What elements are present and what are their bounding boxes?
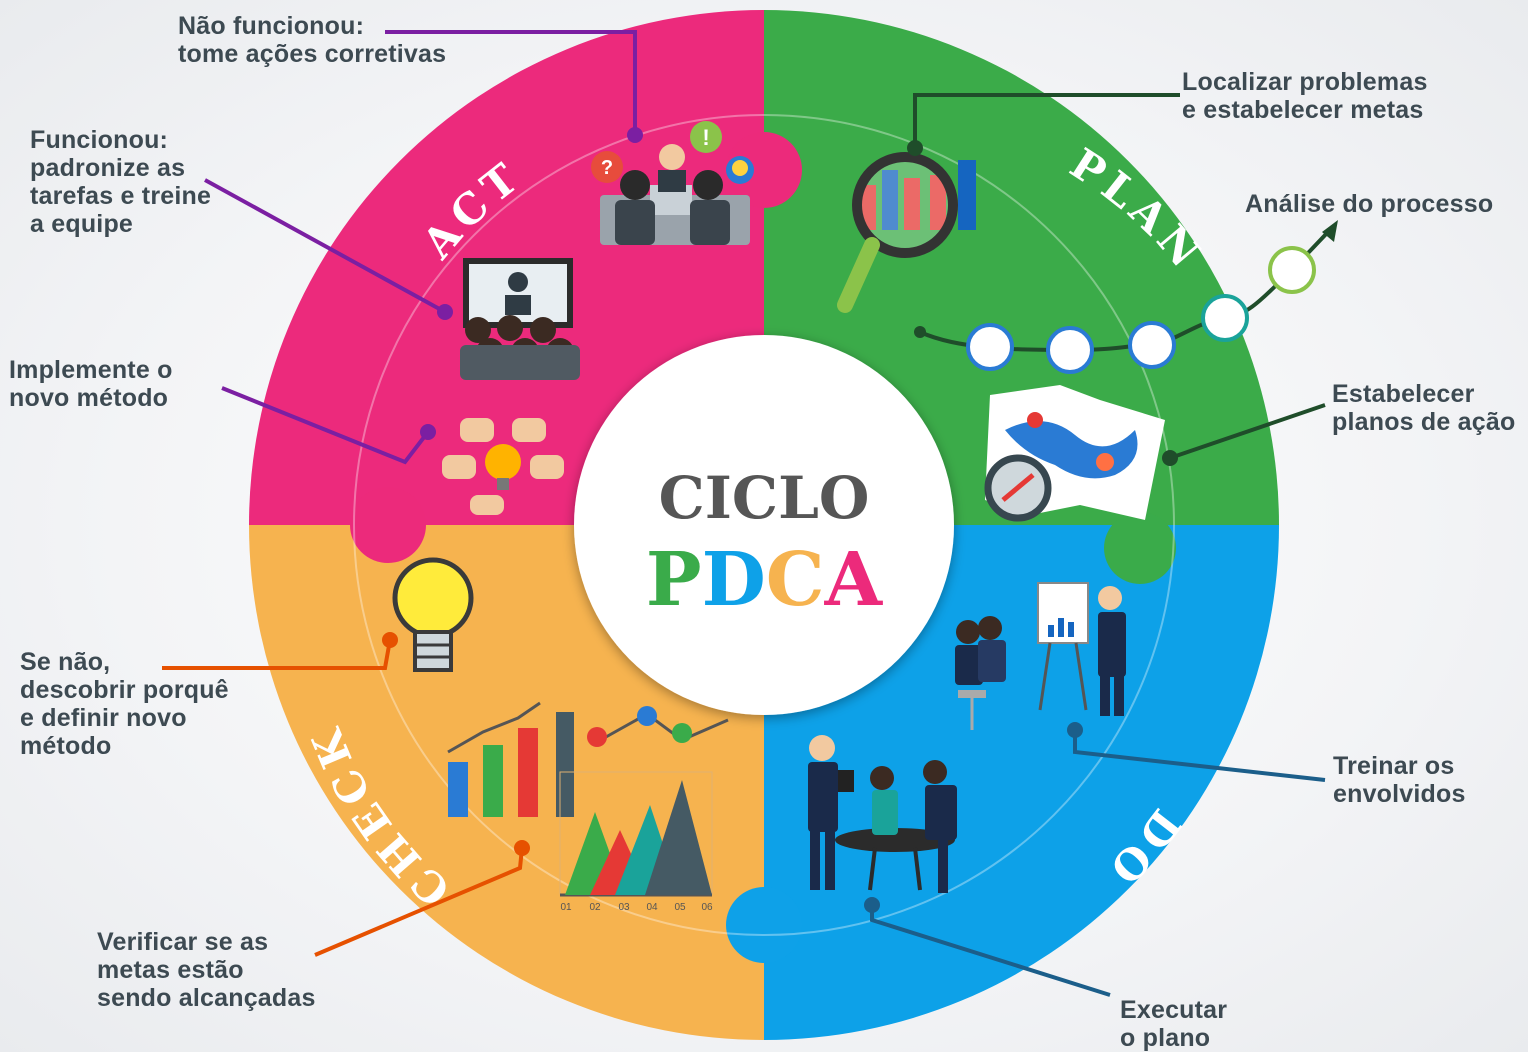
map-compass-icon	[984, 385, 1165, 522]
note-check-verify: Verificar se as metas estão sendo alcanç…	[97, 928, 316, 1012]
center-title: CICLO	[659, 464, 870, 532]
note-act-standardize: Funcionou: padronize as tarefas e treine…	[30, 126, 212, 238]
axis-label-06: 06	[701, 902, 713, 913]
callout-line-act-implement	[221, 386, 430, 465]
note-plan-actions: Estabelecer planos de ação	[1332, 380, 1516, 436]
note-check-redefine: Se não, descobrir porquê e definir novo …	[20, 648, 229, 760]
team-working-table-icon	[808, 735, 957, 893]
process-timeline-icon	[914, 220, 1338, 374]
callout-line-plan-locate	[913, 93, 1180, 148]
center-letter-c: C	[766, 537, 825, 623]
area-chart-axis-labels: 01 02 03 04 05 06	[560, 902, 713, 913]
center-letter-d: D	[702, 537, 766, 623]
note-act-implement: Implemente o novo método	[9, 356, 173, 412]
axis-label-03: 03	[618, 902, 630, 913]
axis-label-01: 01	[560, 902, 572, 913]
center-letter-a: A	[824, 537, 884, 623]
callout-line-plan-actions	[1169, 403, 1326, 460]
do-puzzle-knob	[726, 887, 802, 963]
axis-label-02: 02	[589, 902, 601, 913]
axis-label-04: 04	[646, 902, 658, 913]
teamwork-hands-lightbulb-icon	[442, 418, 564, 515]
center-letter-p: P	[646, 537, 702, 623]
note-act-top: Não funcionou: tome ações corretivas	[178, 12, 447, 68]
callout-line-act-top	[385, 30, 637, 135]
note-plan-analysis: Análise do processo	[1245, 190, 1494, 218]
svg-text:!: !	[702, 125, 709, 150]
plan-puzzle-knob	[726, 132, 802, 208]
note-do-train: Treinar os envolvidos	[1333, 752, 1466, 808]
svg-text:?: ?	[601, 157, 613, 179]
meeting-icon: ? !	[591, 121, 754, 245]
plan-puzzle-knob-lower	[1104, 512, 1176, 584]
training-presenter-icon	[955, 582, 1126, 730]
center-circle	[574, 335, 954, 715]
callout-line-act-standardize	[204, 178, 446, 314]
presentation-screen-icon	[460, 258, 580, 380]
axis-label-05: 05	[674, 902, 686, 913]
magnifier-bar-chart-icon	[837, 152, 976, 313]
location-trend-line-icon	[587, 706, 729, 747]
area-peaks-chart-icon: 01 02 03 04 05 06	[559, 771, 713, 913]
note-plan-locate: Localizar problemas e estabelecer metas	[1182, 68, 1428, 124]
lightbulb-icon	[392, 557, 474, 672]
note-do-execute: Executar o plano	[1120, 996, 1228, 1052]
act-puzzle-knob	[350, 487, 426, 563]
inner-guide-ring	[353, 114, 1175, 936]
callout-line-check-redefine	[162, 639, 392, 670]
bar-growth-chart-icon	[447, 701, 574, 817]
center-acronym: PDCA	[646, 537, 884, 623]
